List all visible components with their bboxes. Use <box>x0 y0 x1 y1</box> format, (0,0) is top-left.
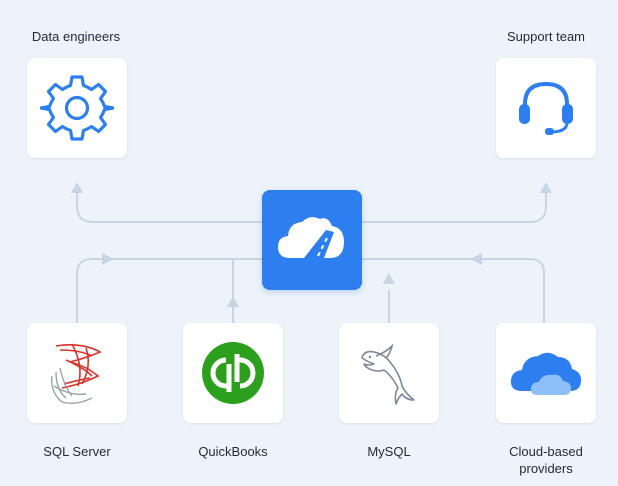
arrow-left-cloud <box>470 253 482 265</box>
cloud-providers-card[interactable] <box>496 323 596 423</box>
arrow-up-quickbooks <box>227 296 239 307</box>
cloud-road-icon <box>278 217 344 258</box>
quickbooks-card[interactable] <box>183 323 283 423</box>
cloud-providers-label: Cloud-based providers <box>509 444 583 476</box>
mysql-card[interactable] <box>339 323 439 423</box>
data-engineers-card[interactable] <box>27 58 127 158</box>
sql-server-card[interactable] <box>27 323 127 423</box>
quickbooks-icon <box>202 342 264 404</box>
arrow-up-data-engineers <box>71 182 83 193</box>
quickbooks-label: QuickBooks <box>198 444 268 459</box>
gear-icon <box>40 75 114 141</box>
hub-platform-card[interactable] <box>262 190 362 290</box>
arrow-up-mysql <box>383 273 395 284</box>
arrow-right-sql <box>102 253 114 265</box>
mysql-label: MySQL <box>367 444 411 459</box>
data-engineers-label: Data engineers <box>31 29 121 44</box>
arrow-up-support-team <box>540 182 552 193</box>
mysql-dolphin-icon <box>361 343 415 405</box>
headset-icon <box>519 81 573 135</box>
support-team-card[interactable] <box>496 58 596 158</box>
cloud-icon <box>510 352 582 395</box>
sql-server-label: SQL Server <box>43 444 111 459</box>
sql-server-icon <box>51 343 102 405</box>
support-team-label: Support team <box>506 29 586 44</box>
